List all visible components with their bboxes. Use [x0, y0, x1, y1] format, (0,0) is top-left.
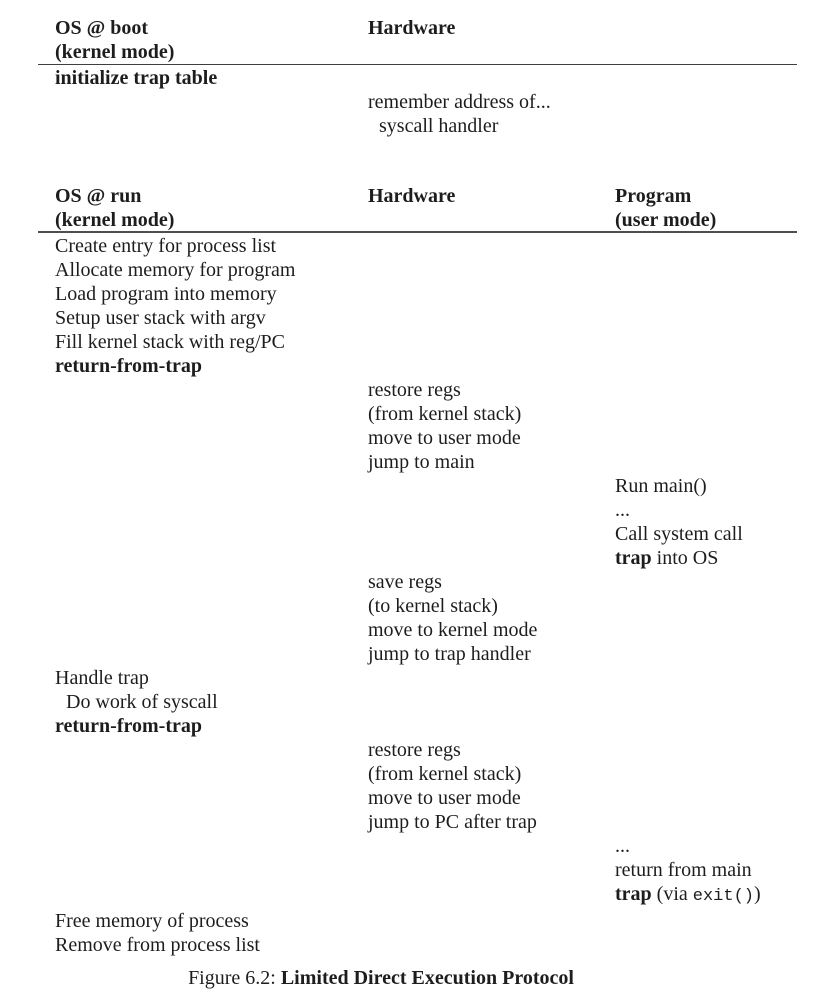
protocol-step-return-from-trap: return-from-trap [55, 355, 202, 377]
run-hardware-column-header: Hardware [368, 184, 615, 232]
boot-section-body: initialize trap table remember address o… [38, 66, 797, 138]
trap-keyword: trap [615, 883, 652, 905]
protocol-step: Call system call [615, 523, 743, 545]
os-create-process-block: Create entry for process list Allocate m… [38, 234, 797, 378]
run-program-mode: (user mode) [615, 209, 717, 231]
run-os-column-header: OS @ run (kernel mode) [38, 184, 368, 232]
boot-header-rule [38, 64, 797, 65]
hardware-save-to-kernel-block: save regs (to kernel stack) move to kern… [38, 570, 797, 666]
figure-caption-title: Limited Direct Execution Protocol [280, 967, 574, 989]
os-handle-trap-block: Handle trap Do work of syscall return-fr… [38, 666, 797, 738]
protocol-step: (from kernel stack) [368, 763, 522, 785]
boot-hardware-block: remember address of... syscall handler [38, 90, 797, 138]
protocol-step: restore regs [368, 739, 461, 761]
protocol-step: jump to main [368, 451, 475, 473]
program-exit-block: ... return from main trap (via exit()) [38, 834, 797, 909]
run-header-rule [38, 231, 797, 233]
protocol-step: Fill kernel stack with reg/PC [55, 331, 285, 353]
protocol-step: Create entry for process list [55, 235, 277, 257]
protocol-step: move to kernel mode [368, 619, 538, 641]
trap-rest: into OS [651, 547, 719, 569]
protocol-step: Load program into memory [55, 283, 277, 305]
run-program-title: Program [615, 185, 692, 207]
protocol-step: Do work of syscall [66, 691, 218, 713]
boot-os-column-header: OS @ boot (kernel mode) [38, 16, 368, 64]
figure-caption: Figure 6.2: Limited Direct Execution Pro… [0, 966, 762, 990]
protocol-step: Handle trap [55, 667, 149, 689]
trap-keyword: trap [615, 547, 652, 569]
protocol-step: ... [615, 835, 630, 857]
boot-section-header: OS @ boot (kernel mode) Hardware [38, 16, 797, 64]
trap-via-text: (via [651, 883, 693, 905]
run-program-column-header: Program (user mode) [615, 184, 797, 232]
protocol-step-return-from-trap: return-from-trap [55, 715, 202, 737]
trap-close-paren: ) [753, 883, 761, 905]
run-os-title: OS @ run [55, 185, 142, 207]
protocol-step: jump to PC after trap [368, 811, 537, 833]
protocol-step: (from kernel stack) [368, 403, 522, 425]
boot-os-block: initialize trap table [38, 66, 797, 90]
run-hardware-title: Hardware [368, 185, 456, 207]
figure-caption-number: Figure 6.2: [188, 967, 281, 989]
protocol-step: (to kernel stack) [368, 595, 498, 617]
boot-os-mode: (kernel mode) [55, 41, 175, 63]
protocol-step-trap-into-os: trap into OS [615, 546, 797, 570]
hardware-restore-to-user-block: restore regs (from kernel stack) move to… [38, 378, 797, 474]
protocol-step-trap-via-exit: trap (via exit()) [615, 882, 797, 909]
protocol-step: Allocate memory for program [55, 259, 296, 281]
protocol-step: Free memory of process [55, 910, 249, 932]
protocol-step: ... [615, 499, 630, 521]
protocol-step: save regs [368, 571, 442, 593]
protocol-step: Run main() [615, 475, 707, 497]
protocol-step: move to user mode [368, 787, 521, 809]
protocol-step: Remove from process list [55, 934, 260, 956]
protocol-step: restore regs [368, 379, 461, 401]
protocol-step: move to user mode [368, 427, 521, 449]
boot-hardware-title: Hardware [368, 17, 456, 39]
protocol-step: Setup user stack with argv [55, 307, 266, 329]
run-section-body: Create entry for process list Allocate m… [38, 234, 797, 957]
boot-hardware-column-header: Hardware [368, 16, 615, 64]
run-os-mode: (kernel mode) [55, 209, 175, 231]
boot-os-title: OS @ boot [55, 17, 149, 39]
protocol-step: syscall handler [379, 115, 499, 137]
boot-empty-column [615, 16, 797, 64]
hardware-restore-after-trap-block: restore regs (from kernel stack) move to… [38, 738, 797, 834]
protocol-step: initialize trap table [55, 67, 218, 89]
protocol-step: jump to trap handler [368, 643, 531, 665]
program-run-main-block: Run main() ... Call system call trap int… [38, 474, 797, 570]
run-section-header: OS @ run (kernel mode) Hardware Program … [38, 184, 797, 232]
protocol-step: remember address of... [368, 91, 551, 113]
os-cleanup-block: Free memory of process Remove from proce… [38, 909, 797, 957]
protocol-step: return from main [615, 859, 752, 881]
exit-call-code: exit() [692, 887, 754, 906]
